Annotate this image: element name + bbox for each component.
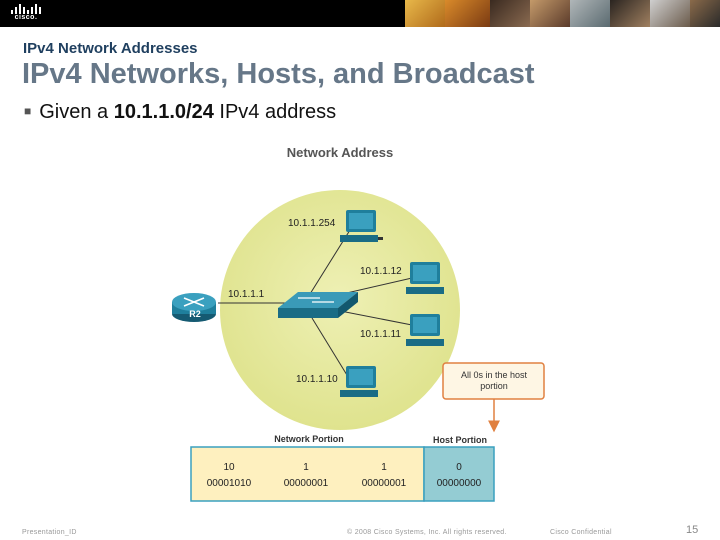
bullet-suffix: IPv4 address [213, 101, 337, 123]
bullet-prefix: Given a [39, 101, 114, 123]
footer-presentation-id: Presentation_ID [22, 529, 77, 536]
footer-confidential: Cisco Confidential [550, 529, 612, 536]
page-number: 15 [686, 524, 699, 536]
pc-icon [406, 314, 444, 346]
section-label: IPv4 Network Addresses [23, 40, 198, 57]
pc-icon [340, 210, 383, 242]
banner-photo [445, 0, 490, 27]
banner-photo [690, 0, 720, 27]
octet-decimal: 0 [456, 462, 462, 473]
callout-line-1: All 0s in the host [461, 370, 528, 380]
logo-text: cisco. [14, 14, 38, 21]
router-icon [172, 293, 216, 322]
banner-photo [570, 0, 610, 27]
octet-decimal: 1 [381, 462, 387, 473]
banner-photo [405, 0, 445, 27]
switch-icon [278, 292, 358, 318]
host-portion-cell [423, 446, 495, 502]
banner-photo [530, 0, 570, 27]
host-ip-label: 10.1.1.254 [288, 218, 336, 229]
banner-photo [650, 0, 690, 27]
host-ip-label: 10.1.1.12 [360, 266, 402, 277]
banner-photo [490, 0, 530, 27]
octet-binary: 00001010 [207, 478, 252, 489]
callout-line-2: portion [480, 381, 508, 391]
router-ip: 10.1.1.1 [228, 289, 265, 300]
host-portion-label: Host Portion [433, 435, 487, 445]
slide-title: IPv4 Networks, Hosts, and Broadcast [22, 58, 535, 90]
cisco-logo: cisco. [9, 4, 43, 22]
host-ip-label: 10.1.1.10 [296, 374, 338, 385]
octet-binary: 00000001 [284, 478, 329, 489]
network-portion-cell [190, 446, 425, 502]
top-banner: cisco. [0, 0, 720, 27]
octet-decimal: 10 [223, 462, 235, 473]
octet-binary: 00000000 [437, 478, 482, 489]
footer-copyright: © 2008 Cisco Systems, Inc. All rights re… [347, 529, 507, 536]
cisco-bars-icon [11, 4, 41, 14]
pc-icon [406, 262, 444, 294]
router-name: R2 [189, 309, 201, 319]
octet-decimal: 1 [303, 462, 309, 473]
banner-photo [610, 0, 650, 27]
network-portion-label: Network Portion [274, 434, 344, 444]
pc-icon [340, 366, 378, 397]
bullet-line: ■ Given a 10.1.1.0/24 IPv4 address [24, 101, 336, 124]
photo-strip [405, 0, 720, 27]
bullet-icon: ■ [24, 104, 32, 118]
octet-binary: 00000001 [362, 478, 407, 489]
bullet-address: 10.1.1.0/24 [113, 101, 214, 123]
diagram-title: Network Address [287, 145, 393, 160]
host-ip-label: 10.1.1.11 [360, 329, 401, 340]
